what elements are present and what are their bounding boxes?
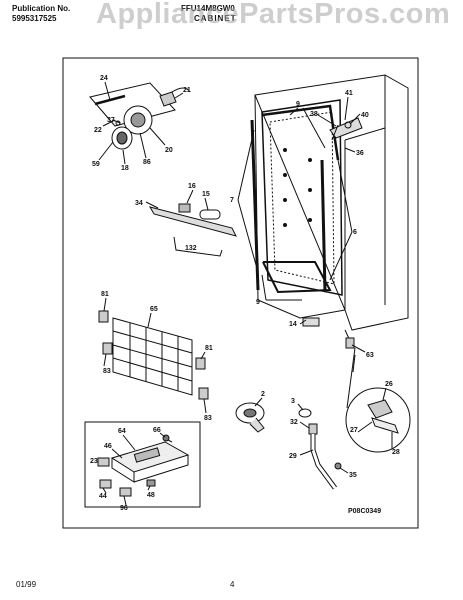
control-inset-drawing	[84, 421, 201, 508]
callout-37: 37	[107, 117, 115, 124]
detail-circle-drawing	[345, 347, 411, 453]
callout-48: 48	[147, 492, 155, 499]
drain-fitting-drawing	[235, 397, 265, 433]
callout-66: 66	[153, 427, 161, 434]
publication-label: Publication No.	[12, 4, 71, 13]
callout-83-left: 83	[103, 368, 111, 375]
callout-28: 28	[392, 449, 400, 456]
callout-20: 20	[165, 147, 173, 154]
section-title: CABINET	[194, 14, 237, 23]
callout-46: 46	[104, 443, 112, 450]
callout-63: 63	[366, 352, 374, 359]
callout-96: 96	[120, 505, 128, 512]
callout-6: 6	[353, 229, 357, 236]
thermostat-assembly-drawing	[89, 81, 191, 165]
cabinet-drawing	[237, 74, 409, 373]
callout-23: 23	[90, 458, 98, 465]
callout-16: 16	[188, 183, 196, 190]
callout-14: 14	[289, 321, 297, 328]
callout-44: 44	[99, 493, 107, 500]
callout-26: 26	[385, 381, 393, 388]
callout-22: 22	[94, 127, 102, 134]
callout-41: 41	[345, 90, 353, 97]
callout-81-left: 81	[101, 291, 109, 298]
callout-36: 36	[356, 150, 364, 157]
callout-9-top: 9	[296, 101, 300, 108]
callout-21: 21	[183, 87, 191, 94]
model-number: FFU14M8GW0	[181, 4, 235, 13]
callout-15: 15	[202, 191, 210, 198]
callout-2: 2	[261, 391, 265, 398]
callout-40: 40	[361, 112, 369, 119]
callout-18: 18	[121, 165, 129, 172]
callout-24: 24	[100, 75, 108, 82]
callout-86: 86	[143, 159, 151, 166]
callout-38: 38	[310, 111, 318, 118]
callout-27: 27	[350, 427, 358, 434]
callout-labels: 24 21 22 37 20 86 59 18 16 15 34 132 9 4…	[90, 75, 400, 515]
callout-59: 59	[92, 161, 100, 168]
callout-83-right: 83	[204, 415, 212, 422]
callout-64: 64	[118, 428, 126, 435]
light-assembly-drawing	[145, 189, 237, 257]
drain-tube-drawing	[297, 403, 349, 490]
callout-7: 7	[230, 197, 234, 204]
diagram-border	[62, 57, 419, 529]
callout-132: 132	[185, 245, 197, 252]
callout-29: 29	[289, 453, 297, 460]
callout-65: 65	[150, 306, 158, 313]
callout-32: 32	[290, 419, 298, 426]
callout-35: 35	[349, 472, 357, 479]
watermark: AppliancePartsPros.com	[96, 0, 451, 30]
callout-34: 34	[135, 200, 143, 207]
publication-number: 5995317525	[12, 14, 57, 23]
callout-3: 3	[291, 398, 295, 405]
callout-9-bottom: 9	[256, 299, 260, 306]
footer-date: 01/99	[16, 580, 37, 589]
grille-drawing	[98, 297, 209, 414]
diagram-code: P08C0349	[348, 508, 381, 515]
footer-page-number: 4	[230, 580, 235, 589]
callout-81-right: 81	[205, 345, 213, 352]
